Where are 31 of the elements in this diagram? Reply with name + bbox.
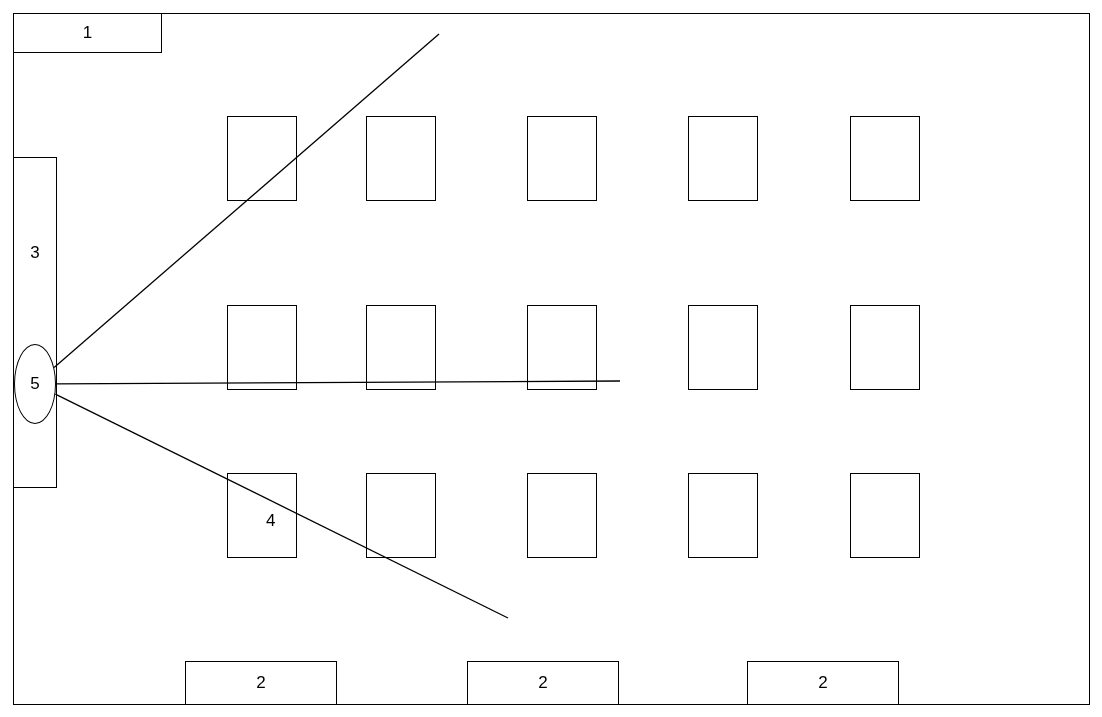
desk-box [227, 473, 297, 558]
ray-line [53, 33, 440, 369]
label-box [467, 661, 619, 705]
ray-line [54, 393, 509, 619]
desk-box [688, 305, 758, 390]
callout-number: 2 [538, 672, 548, 695]
ray-line [55, 380, 621, 385]
desk-box [366, 305, 436, 390]
desk-box [527, 116, 597, 201]
desk-box [227, 116, 297, 201]
desk-box [527, 473, 597, 558]
desk-box [850, 473, 920, 558]
side-panel [13, 157, 57, 488]
desk-box [527, 305, 597, 390]
callout-number: 4 [266, 510, 276, 532]
desk-box [688, 116, 758, 201]
callout-number: 2 [818, 672, 828, 695]
callout-number: 2 [256, 672, 266, 695]
label-box [747, 661, 899, 705]
room-outline [13, 13, 1090, 705]
desk-box [688, 473, 758, 558]
desk-box [366, 473, 436, 558]
label-box [185, 661, 337, 705]
callout-number: 1 [82, 22, 93, 45]
desk-box [227, 305, 297, 390]
desk-box [366, 116, 436, 201]
callout-number: 5 [30, 373, 40, 396]
callout-number: 3 [30, 242, 40, 264]
desk-box [850, 116, 920, 201]
label-box [13, 13, 162, 53]
desk-box [850, 305, 920, 390]
